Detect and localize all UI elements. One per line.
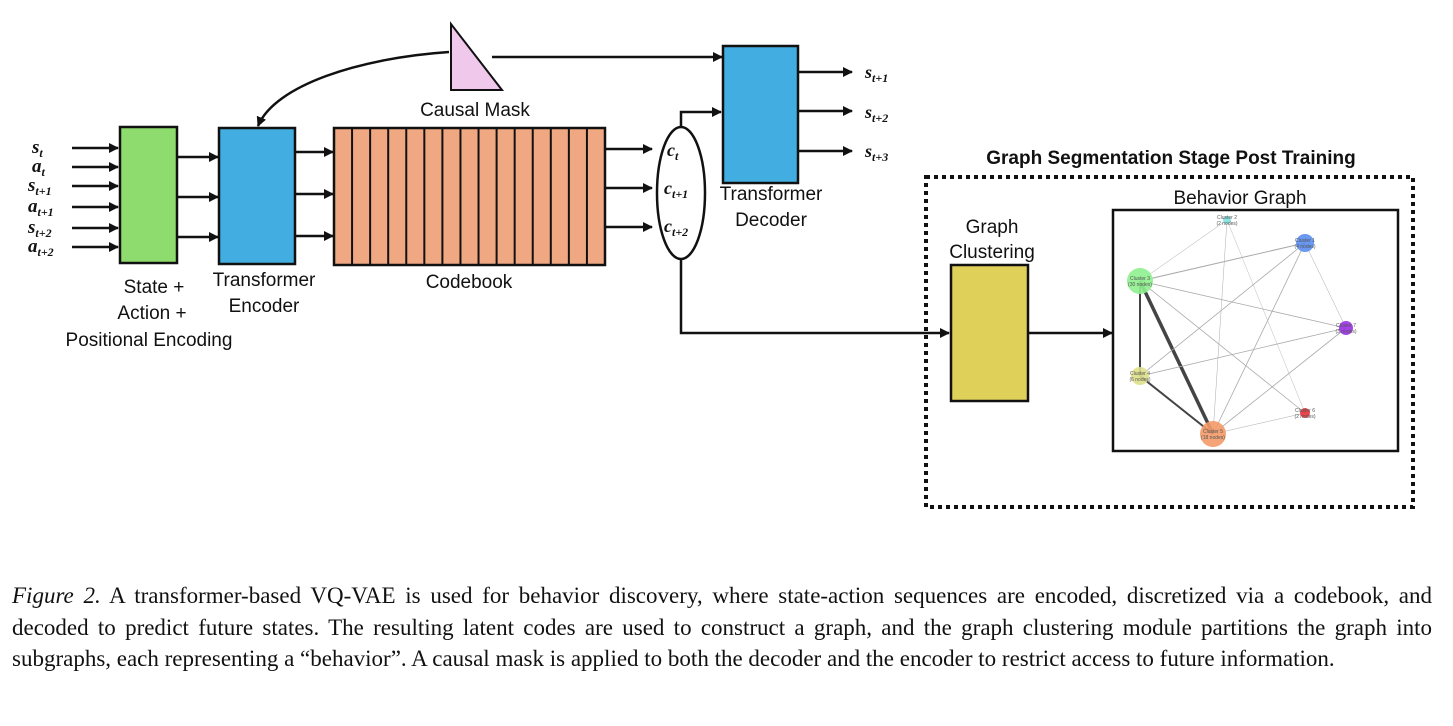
behavior-graph-edges: [1138, 219, 1347, 435]
graph-node-label: Cluster 5: [1203, 429, 1223, 435]
graph-edge: [1138, 280, 1215, 435]
graph-node: [1296, 234, 1314, 252]
graph-node-count: (6 nodes): [1129, 377, 1150, 383]
graph-node-count: (2 nodes): [1216, 221, 1237, 227]
post-training-title: Graph Segmentation Stage Post Training: [986, 148, 1356, 169]
input-s-t1: st+1: [27, 175, 52, 198]
graph-edge: [1139, 280, 1347, 329]
behavior-graph-title: Behavior Graph: [1173, 188, 1306, 209]
output-s-t3: st+3: [864, 141, 888, 164]
graph-node: [1127, 268, 1153, 294]
code-c-t: ct: [667, 140, 679, 163]
input-symbols: st at st+1 at+1 st+2 at+2: [27, 137, 54, 259]
graph-node-label: Cluster 1: [1295, 238, 1315, 244]
graph-edge: [1212, 327, 1347, 435]
decoder-output-arrows: [798, 67, 853, 156]
behavior-graph-nodes: Cluster 2(2 nodes)Cluster 1(4 nodes)Clus…: [1127, 215, 1357, 447]
encoder-label-line2: Encoder: [229, 296, 300, 317]
input-a-t: at: [32, 156, 46, 179]
graph-node-label: Cluster 3: [1130, 276, 1150, 282]
code-c-t1: ct+1: [664, 178, 688, 201]
input-a-t2: at+2: [28, 236, 54, 259]
input-arrows: [72, 143, 119, 252]
embed-to-encoder-arrows: [177, 152, 219, 242]
embedding-label-line3: Positional Encoding: [66, 330, 233, 351]
code-c-t2: ct+2: [664, 216, 688, 239]
graph-node-label: Cluster 4: [1130, 371, 1150, 377]
graph-node-count: (18 nodes): [1201, 435, 1225, 441]
graph-node-count: (30 nodes): [1128, 282, 1152, 288]
encoder-to-codebook-arrows: [295, 147, 334, 241]
decoder-label-line1: Transformer: [720, 184, 823, 205]
graph-edge: [1139, 242, 1306, 377]
codes-to-decoder-arrow: [679, 107, 722, 127]
input-s-t2: st+2: [27, 217, 52, 240]
causal-mask-label: Causal Mask: [420, 100, 530, 121]
codebook-block: [332, 126, 607, 267]
graph-node: [1200, 421, 1226, 447]
graph-node-label: Cluster 6: [1295, 408, 1315, 414]
clustering-label-line2: Clustering: [949, 242, 1035, 263]
graph-node-count: (2 nodes): [1294, 414, 1315, 420]
graph-edge: [1212, 412, 1306, 435]
graph-edge: [1212, 242, 1306, 435]
graph-edge: [1139, 280, 1306, 414]
output-s-t1: st+1: [864, 62, 888, 85]
figure-caption: Figure 2. A transformer-based VQ-VAE is …: [12, 580, 1432, 675]
embedding-label-line2: Action +: [117, 303, 186, 324]
post-training-region: [924, 175, 1415, 509]
graph-edge: [1226, 219, 1306, 414]
codes-to-clustering-arrow: [679, 259, 950, 338]
transformer-decoder-block: [721, 44, 800, 185]
graph-node: [1300, 408, 1310, 418]
graph-edge: [1139, 242, 1306, 282]
graph-edge: [1304, 242, 1347, 329]
graph-edge: [1212, 219, 1228, 435]
graph-clustering-block: [949, 263, 1030, 403]
figure-label: Figure 2.: [12, 583, 101, 608]
graph-node-label: Cluster 2: [1217, 215, 1237, 221]
graph-edge: [1139, 375, 1214, 435]
vqvae-diagram: Causal Mask st at st+1 at+1 st+2 at+2 St…: [27, 21, 1415, 509]
transformer-encoder-block: [217, 126, 297, 266]
causal-mask-icon: [450, 21, 505, 91]
output-s-t2: st+2: [864, 102, 888, 125]
clustering-label-line1: Graph: [966, 217, 1019, 238]
decoder-label-line2: Decoder: [735, 210, 807, 231]
graph-node: [1223, 216, 1231, 224]
encoder-label-line1: Transformer: [213, 270, 316, 291]
graph-node: [1131, 367, 1149, 385]
input-s-t: st: [31, 137, 43, 160]
codebook-label: Codebook: [426, 272, 513, 293]
mask-to-encoder-arrow: [256, 50, 450, 127]
input-a-t1: at+1: [28, 196, 54, 219]
graph-node-count: (3 nodes): [1335, 329, 1356, 335]
graph-node-label: Cluster 7: [1336, 323, 1356, 329]
embedding-label-line1: State +: [124, 277, 185, 298]
graph-node: [1339, 321, 1353, 335]
embedding-block: [118, 125, 179, 265]
graph-edge: [1139, 219, 1228, 282]
graph-edge: [1139, 327, 1347, 377]
caption-text: A transformer-based VQ-VAE is used for b…: [12, 583, 1432, 671]
codebook-to-codes-arrows: [605, 144, 653, 232]
graph-node-count: (4 nodes): [1294, 244, 1315, 250]
